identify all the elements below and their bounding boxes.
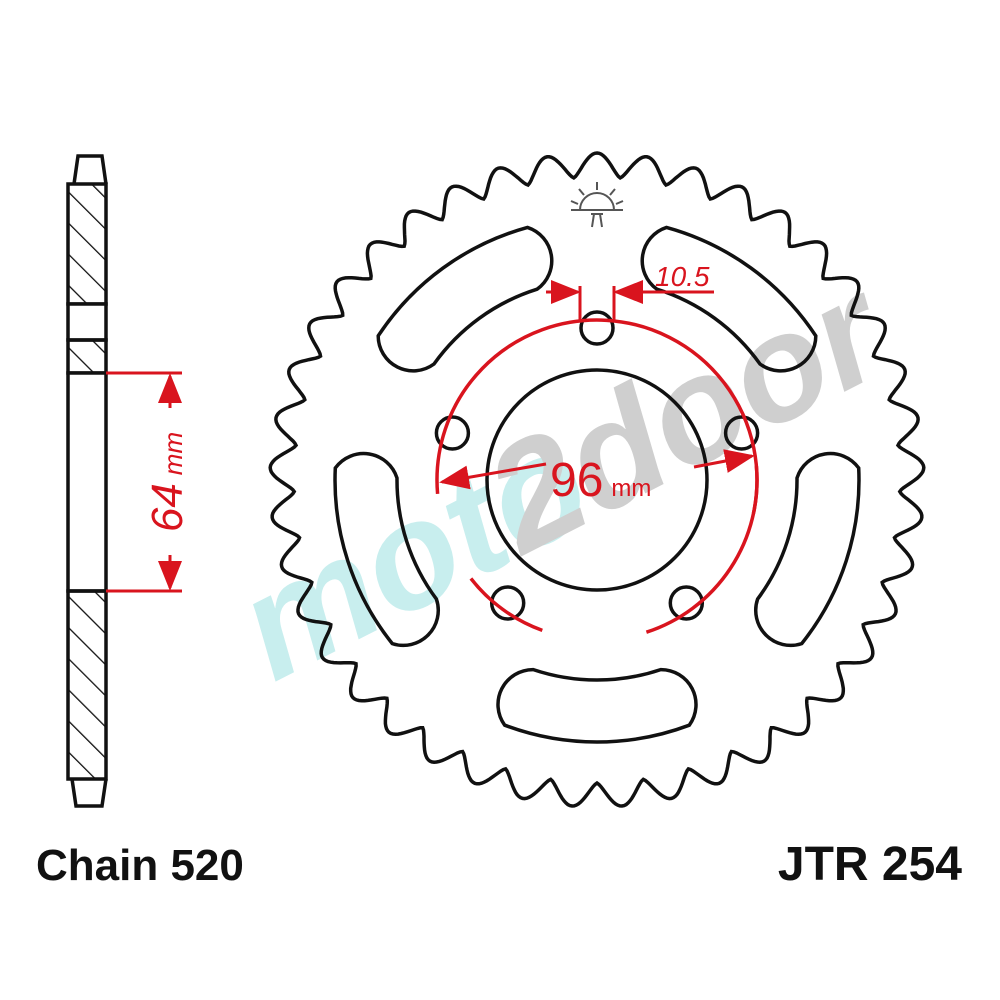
chain-label: Chain 520 xyxy=(36,841,244,890)
part-number-label: JTR 254 xyxy=(778,838,962,891)
bolt-hole xyxy=(668,585,705,621)
svg-text:64mm: 64mm xyxy=(143,432,192,532)
lightening-slot xyxy=(333,451,440,648)
pcd-arc-lower-left xyxy=(469,577,543,633)
hub-height-label: 64mm xyxy=(143,432,192,532)
bolt-hole xyxy=(579,310,615,346)
center-bore xyxy=(485,368,709,592)
lightening-slot xyxy=(496,667,698,744)
hub-height-dimension xyxy=(106,371,182,593)
pcd-arc-upper xyxy=(435,318,759,514)
lightening-slot xyxy=(376,225,554,373)
bolt-hole xyxy=(723,415,760,451)
sun-horizon-logo-icon xyxy=(570,182,624,228)
side-profile xyxy=(66,154,108,808)
lightening-slot xyxy=(640,225,818,373)
pcd-arc-lower-right xyxy=(645,465,759,634)
bolt-hole xyxy=(434,415,471,451)
bolt-hole-dimension xyxy=(546,280,714,320)
bolt-hole xyxy=(489,585,526,621)
bolt-hole-label: 10.5 xyxy=(655,261,710,292)
sprocket-teeth-outline xyxy=(268,151,926,808)
lightening-slot xyxy=(754,451,861,648)
